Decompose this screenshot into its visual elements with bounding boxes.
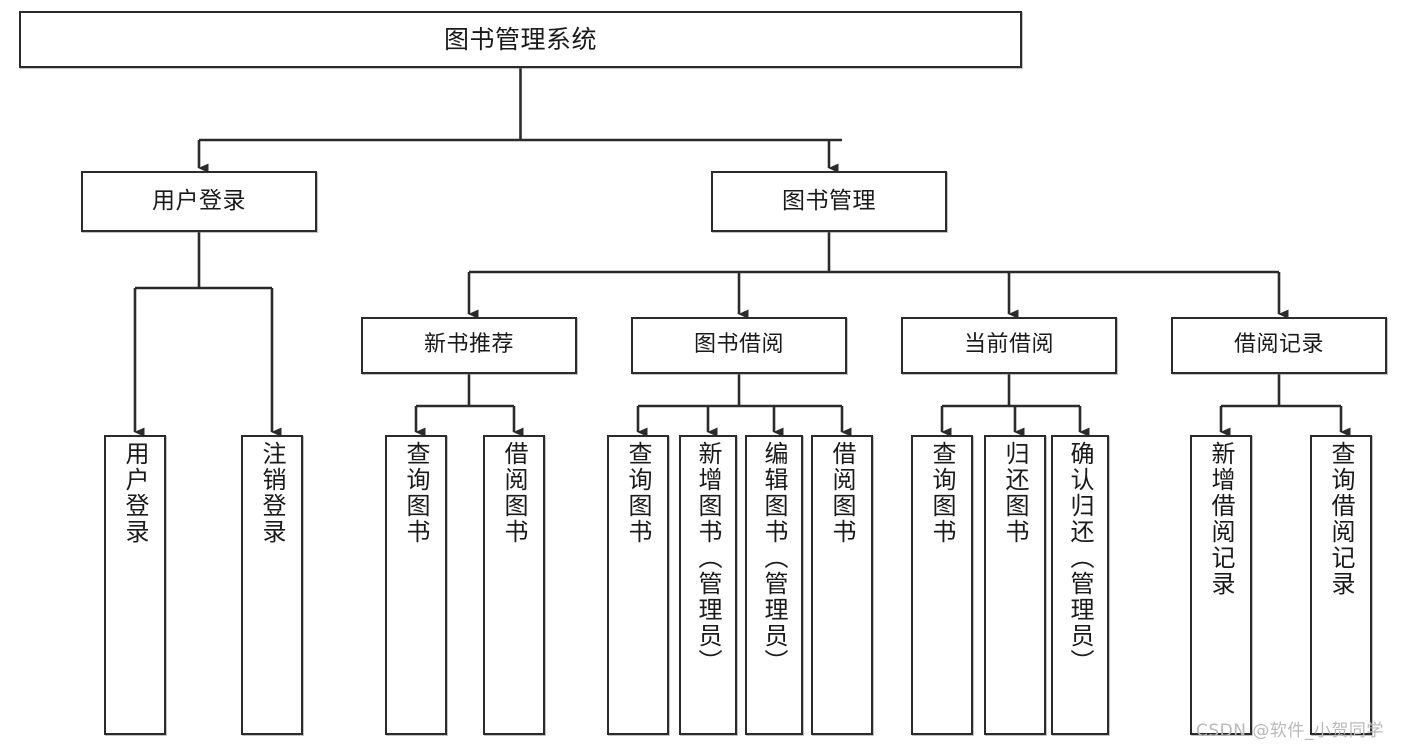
node-borrow-record[interactable]: 借阅记录 bbox=[1171, 317, 1387, 374]
node-leaf-logout[interactable]: 注销登录 bbox=[241, 435, 303, 735]
node-leaf-confirm-return[interactable]: 确认归还（管理员） bbox=[1051, 435, 1109, 735]
node-leaf-query-record[interactable]: 查询借阅记录 bbox=[1310, 435, 1372, 735]
node-root[interactable]: 图书管理系统 bbox=[19, 11, 1022, 68]
node-leaf-add-record-label: 新增借阅记录 bbox=[1207, 441, 1235, 597]
node-leaf-query-record-label: 查询借阅记录 bbox=[1327, 441, 1355, 597]
node-book-borrow-label: 图书借阅 bbox=[693, 332, 784, 358]
csdn-watermark: CSDN @软件_小贺同学 bbox=[1196, 721, 1384, 741]
node-leaf-borrow-book-1-label: 借阅图书 bbox=[500, 441, 528, 545]
node-book-manage[interactable]: 图书管理 bbox=[711, 171, 947, 232]
node-book-borrow[interactable]: 图书借阅 bbox=[631, 317, 847, 374]
node-leaf-query-book-1-label: 查询图书 bbox=[402, 441, 430, 545]
node-leaf-query-book-2-label: 查询图书 bbox=[624, 441, 652, 545]
node-leaf-query-book-2[interactable]: 查询图书 bbox=[607, 435, 669, 735]
node-leaf-add-book[interactable]: 新增图书（管理员） bbox=[679, 435, 737, 735]
node-user-login[interactable]: 用户登录 bbox=[81, 171, 317, 232]
node-leaf-return-book-label: 归还图书 bbox=[1001, 441, 1029, 545]
node-leaf-return-book[interactable]: 归还图书 bbox=[984, 435, 1046, 735]
node-leaf-query-book-3[interactable]: 查询图书 bbox=[911, 435, 973, 735]
node-book-manage-label: 图书管理 bbox=[782, 187, 876, 214]
node-leaf-query-book-3-label: 查询图书 bbox=[928, 441, 956, 545]
node-leaf-add-book-label: 新增图书（管理员） bbox=[694, 441, 722, 675]
node-borrow-record-label: 借阅记录 bbox=[1233, 332, 1324, 358]
node-current-borrow[interactable]: 当前借阅 bbox=[901, 317, 1117, 374]
node-leaf-borrow-book-1[interactable]: 借阅图书 bbox=[483, 435, 545, 735]
node-leaf-edit-book[interactable]: 编辑图书（管理员） bbox=[745, 435, 803, 735]
node-new-book-recommend[interactable]: 新书推荐 bbox=[361, 317, 577, 374]
node-current-borrow-label: 当前借阅 bbox=[963, 332, 1054, 358]
node-leaf-borrow-book-2[interactable]: 借阅图书 bbox=[811, 435, 873, 735]
node-leaf-logout-label: 注销登录 bbox=[258, 441, 286, 545]
node-root-label: 图书管理系统 bbox=[443, 24, 597, 54]
node-leaf-user-login[interactable]: 用户登录 bbox=[104, 435, 166, 735]
node-leaf-edit-book-label: 编辑图书（管理员） bbox=[760, 441, 788, 675]
node-new-book-recommend-label: 新书推荐 bbox=[423, 332, 514, 358]
node-leaf-confirm-return-label: 确认归还（管理员） bbox=[1066, 441, 1094, 675]
node-leaf-borrow-book-2-label: 借阅图书 bbox=[828, 441, 856, 545]
node-leaf-add-record[interactable]: 新增借阅记录 bbox=[1190, 435, 1252, 735]
node-leaf-user-login-label: 用户登录 bbox=[121, 441, 149, 545]
node-leaf-query-book-1[interactable]: 查询图书 bbox=[385, 435, 447, 735]
node-user-login-label: 用户登录 bbox=[152, 187, 246, 214]
